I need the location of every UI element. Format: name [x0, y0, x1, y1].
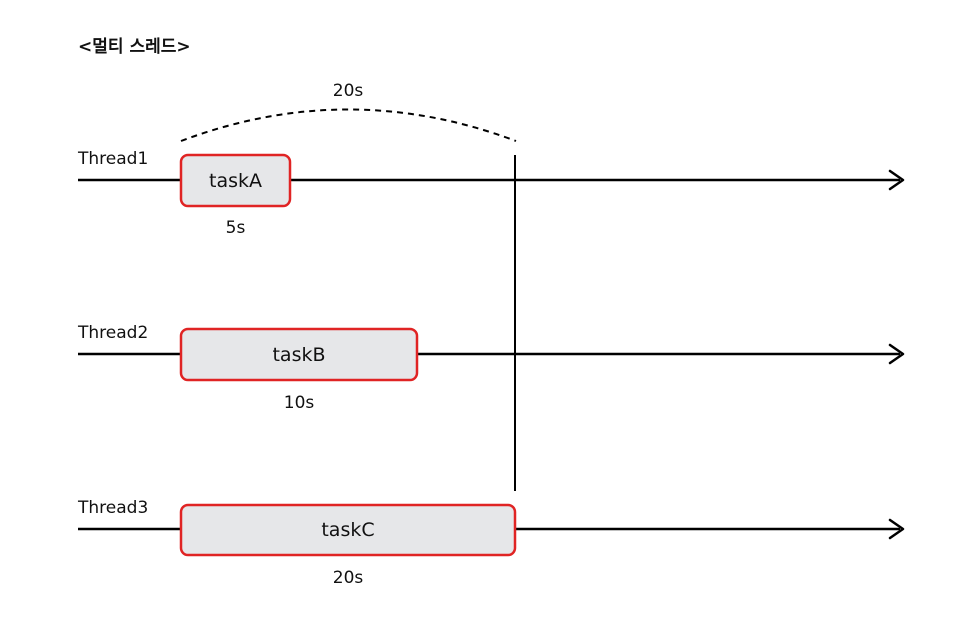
thread-label: Thread1 [77, 149, 148, 169]
task-box [179, 327, 419, 382]
thread-lane-2: Thread2 taskB 10s [77, 323, 905, 413]
task-box [179, 503, 517, 557]
task-duration-label: 20s [333, 568, 364, 588]
thread-lane-3: Thread3 taskC 20s [77, 498, 905, 588]
arrow-head-icon [888, 343, 905, 365]
diagram-title: <멀티 스레드> [78, 36, 191, 57]
arrow-head-icon [888, 518, 905, 540]
task-label: taskA [209, 170, 262, 192]
thread-lane-1: Thread1 taskA 5s [77, 149, 905, 238]
task-duration-label: 10s [284, 393, 315, 413]
task-box [179, 153, 292, 208]
task-duration-label: 5s [226, 218, 246, 238]
thread-label: Thread3 [77, 498, 148, 518]
total-duration-bracket [180, 108, 517, 142]
total-duration-label: 20s [333, 81, 364, 101]
task-label: taskB [272, 344, 325, 366]
thread-label: Thread2 [77, 323, 148, 343]
arrow-head-icon [888, 169, 905, 191]
task-label: taskC [321, 519, 374, 541]
